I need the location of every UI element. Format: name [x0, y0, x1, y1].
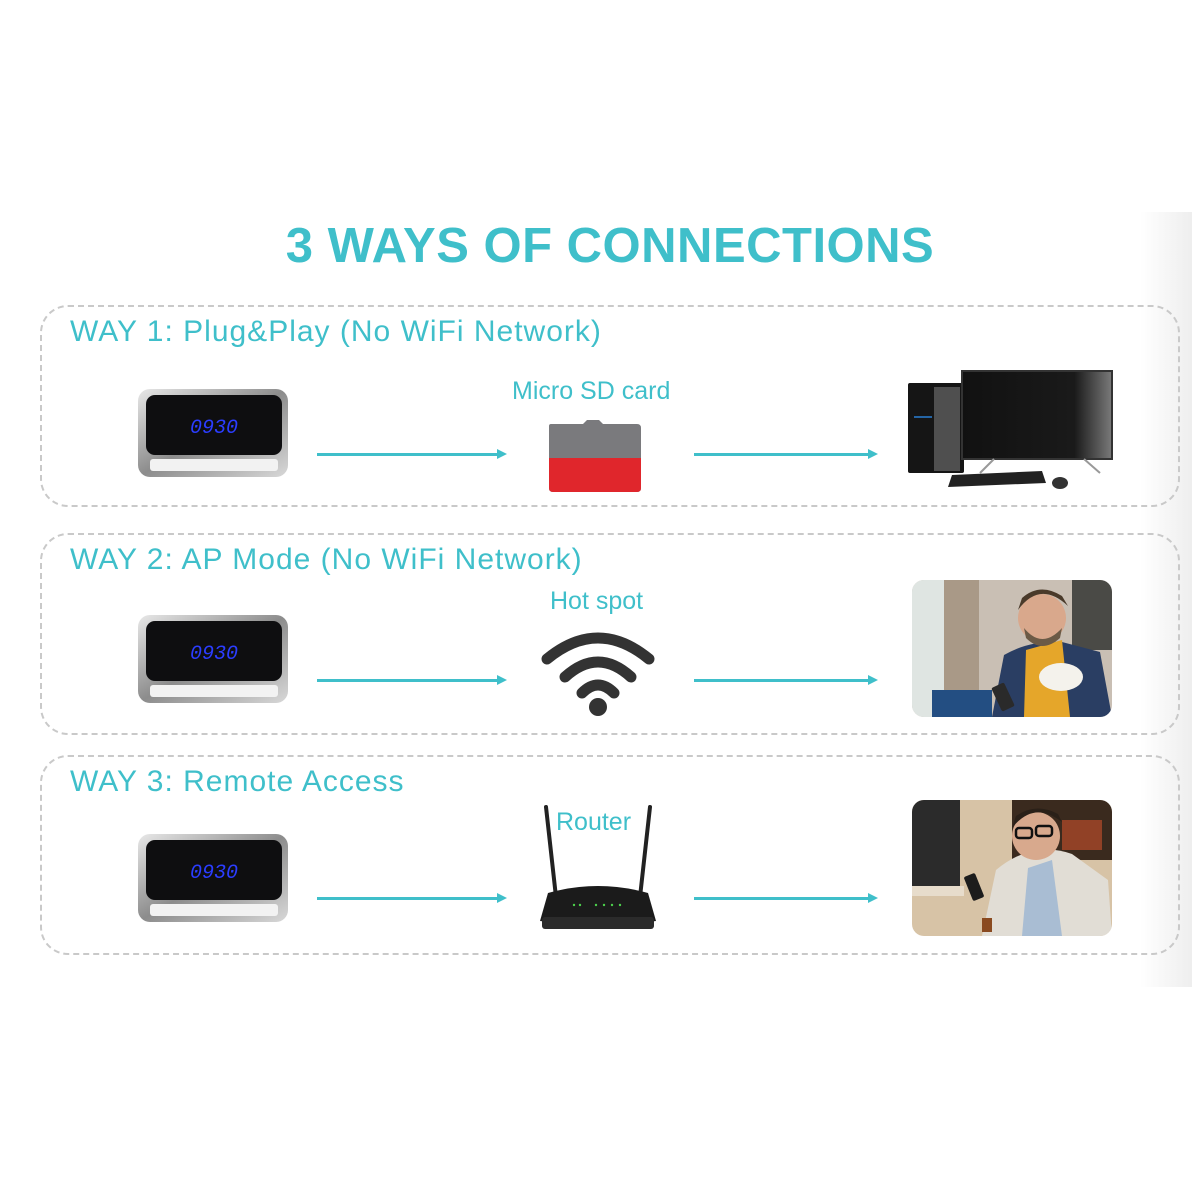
clock-camera-icon: 0930 — [138, 615, 288, 703]
way-2-panel: WAY 2: AP Mode (No WiFi Network) 0930 Ho… — [40, 533, 1180, 735]
svg-text:0930: 0930 — [190, 862, 238, 885]
arrow-to-sd — [317, 449, 507, 459]
way-1-title: WAY 1: Plug&Play (No WiFi Network) — [70, 315, 602, 348]
hotspot-label: Hot spot — [550, 587, 644, 615]
svg-text:0930: 0930 — [190, 417, 238, 440]
page-title: 3 WAYS OF CONNECTIONS — [285, 219, 935, 273]
desktop-computer-image — [908, 370, 1113, 489]
right-edge-shade — [1140, 212, 1192, 987]
way-2-title: WAY 2: AP Mode (No WiFi Network) — [70, 543, 583, 576]
way-3-title: WAY 3: Remote Access — [70, 765, 405, 798]
wifi-icon — [541, 632, 655, 716]
router-icon — [540, 805, 656, 929]
arrow-to-router — [317, 893, 507, 903]
router-label: Router — [556, 808, 632, 836]
arrow-to-remote-user — [694, 893, 878, 903]
clock-camera-icon: 0930 — [138, 389, 288, 477]
clock-camera-icon: 0930 — [138, 834, 288, 922]
arrow-to-computer — [694, 449, 878, 459]
way-3-panel: WAY 3: Remote Access 0930 Router — [40, 755, 1180, 955]
way-1-panel: WAY 1: Plug&Play (No WiFi Network) 0930 … — [40, 305, 1180, 507]
micro-sd-label: Micro SD card — [512, 377, 671, 405]
man-with-phone-in-cafe-photo — [912, 800, 1112, 936]
arrow-to-hotspot — [317, 675, 507, 685]
man-with-phone-and-coffee-photo — [912, 580, 1112, 717]
svg-text:0930: 0930 — [190, 643, 238, 666]
arrow-to-phone-user — [694, 675, 878, 685]
micro-sd-card-icon — [549, 420, 641, 492]
